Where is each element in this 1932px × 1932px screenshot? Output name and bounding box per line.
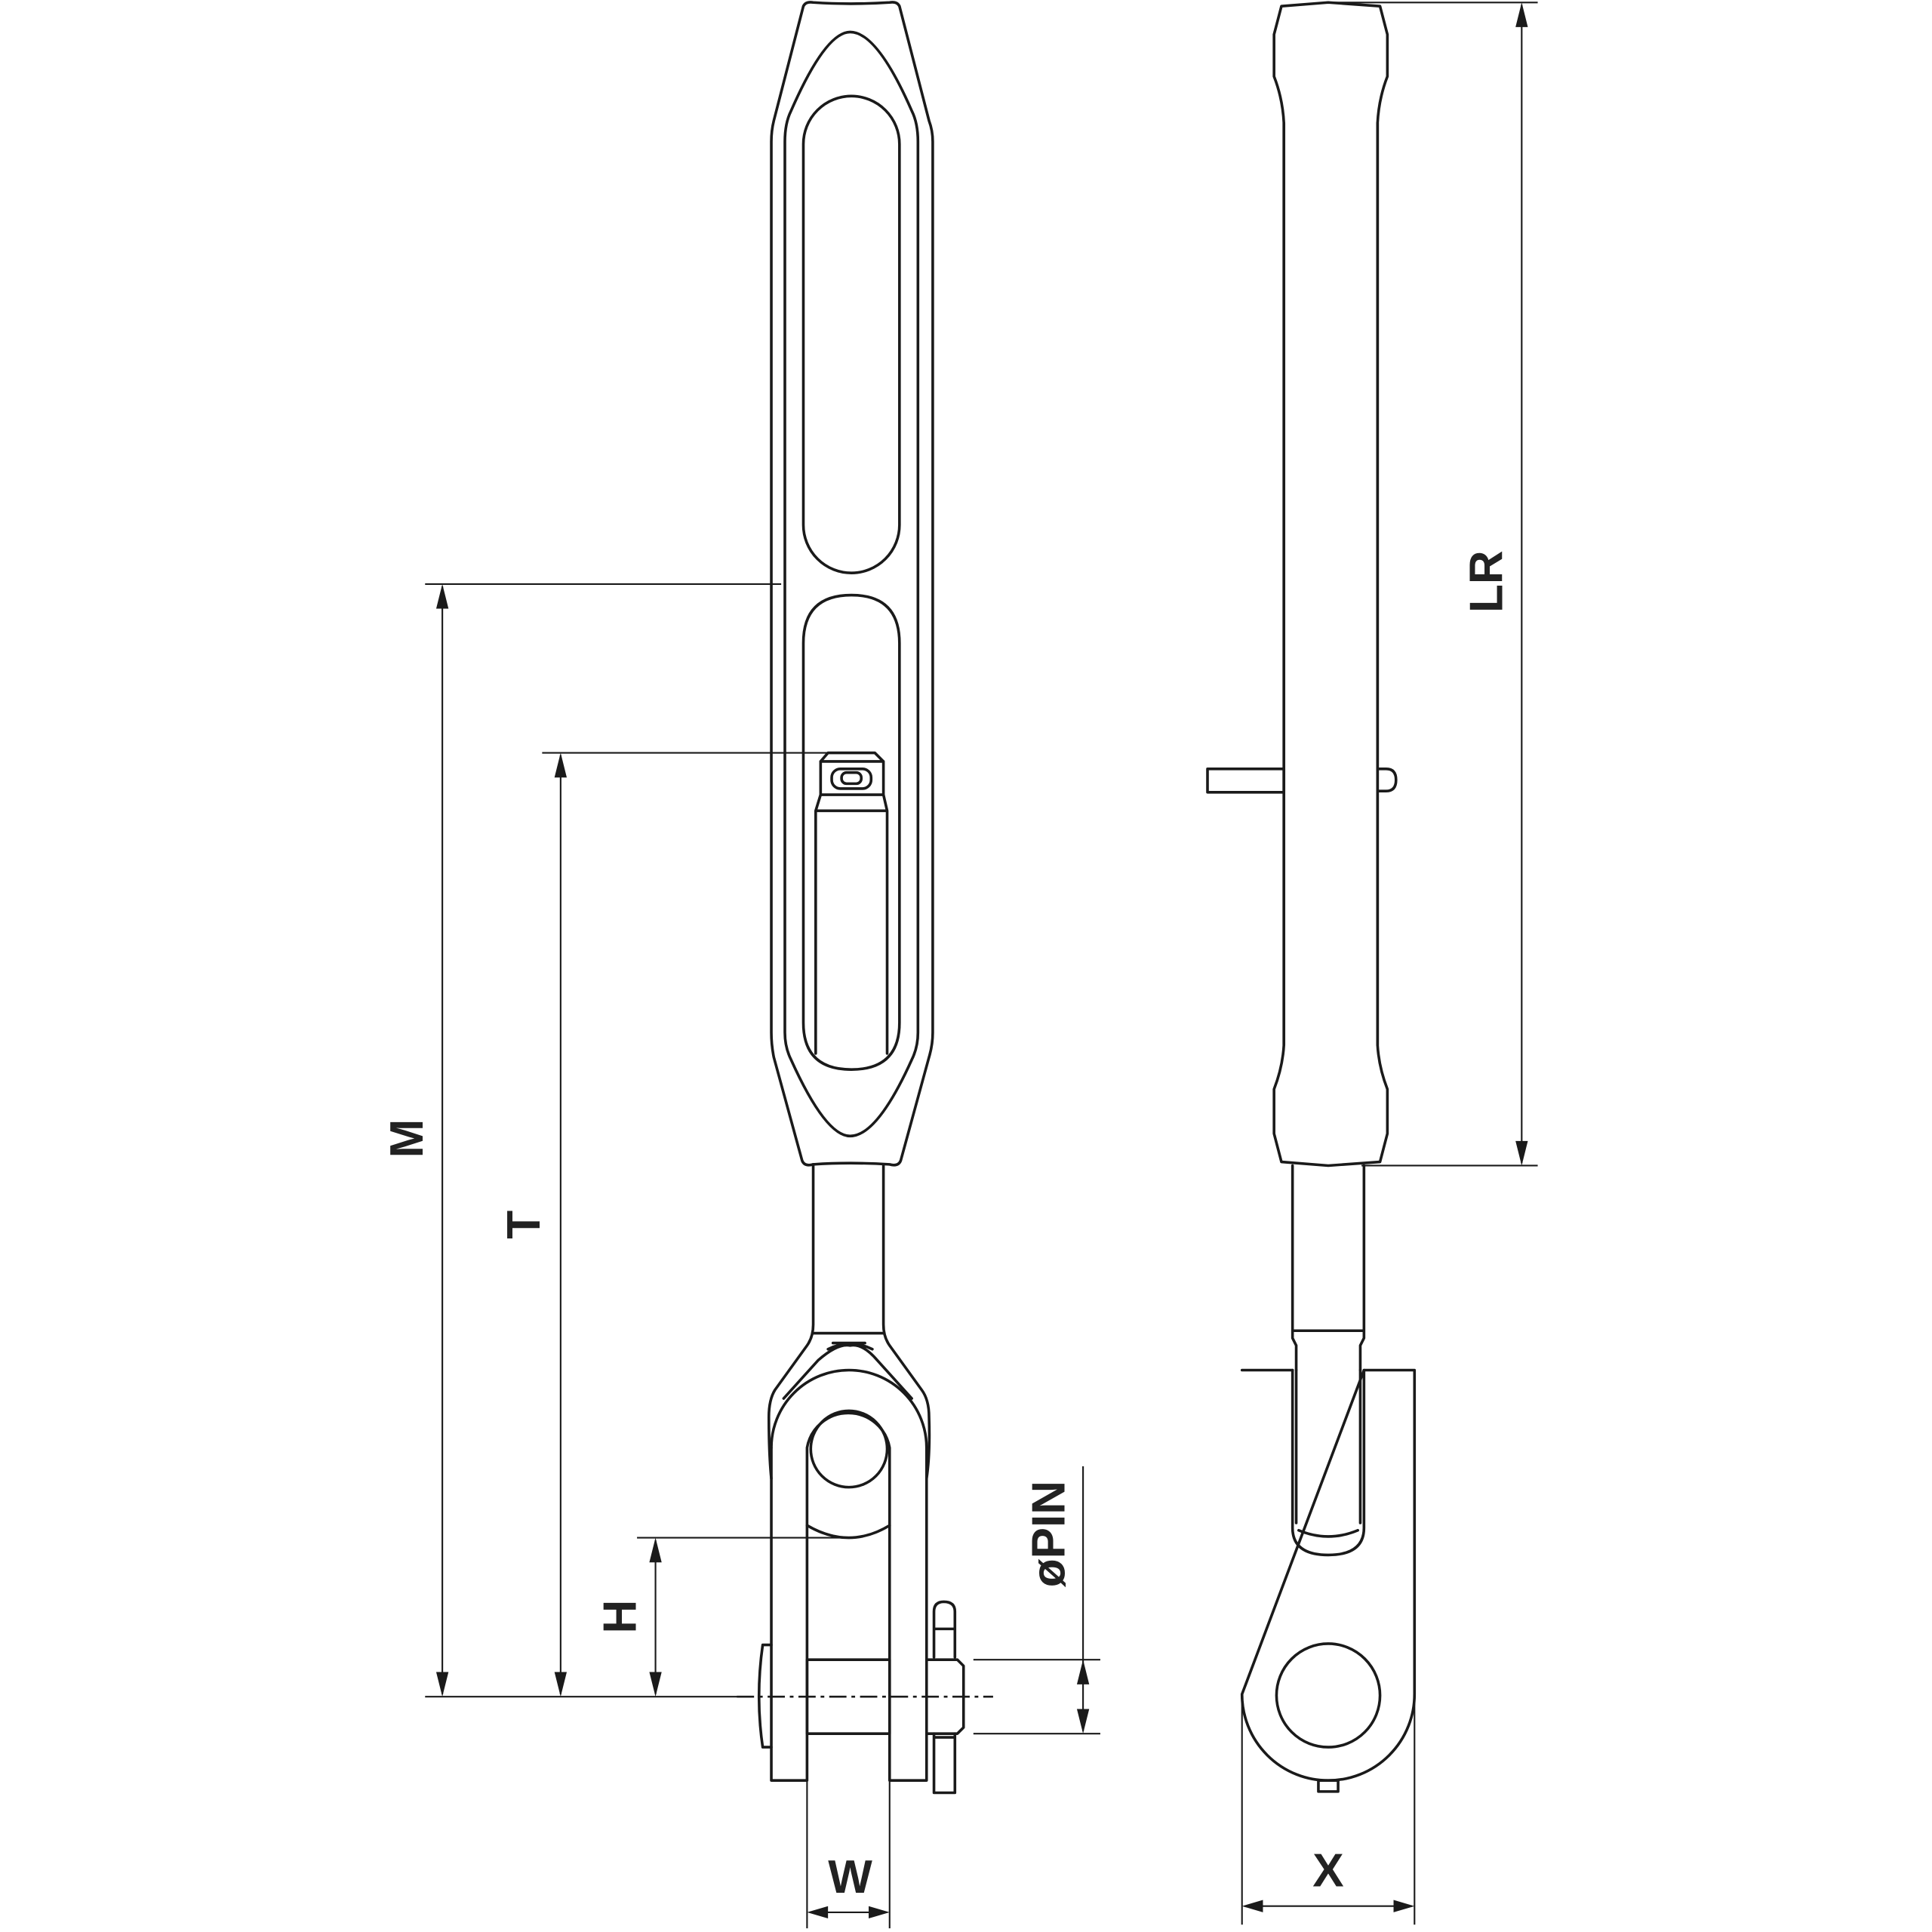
side-body-outline [1272,1,1389,1168]
rod-lock-mark [840,771,863,786]
dimension-LR: LR [1331,2,1538,1167]
side-view [1206,1,1417,1793]
threaded-rod-in-body [814,751,889,1055]
jaw-head-arc [770,1368,928,1450]
side-rod-end [1291,1368,1366,1557]
cotter-pin [932,1600,957,1795]
rod-end-arc [805,1524,891,1540]
dimension-T: T [498,752,870,1697]
jaw-rod [767,1163,931,1480]
lower-slot [801,593,901,1071]
body-outline [770,1,934,1167]
front-view [737,1,993,1795]
body-inner-outline [783,30,920,1138]
dim-label-T: T [498,1211,550,1239]
side-jaw [1240,1368,1417,1782]
dimension-M: M [381,583,782,1698]
dim-label-H: H [595,1600,647,1634]
jaw-neck [782,1341,913,1400]
dim-label-W: W [828,1851,872,1903]
dim-label-pin: øPIN [1023,1481,1075,1587]
rod-slot-mark [830,767,873,790]
jaw-cheeks [770,1411,928,1782]
side-lock-cap [1376,767,1398,792]
dim-label-X: X [1312,1845,1343,1897]
side-cotter-tab [1317,1779,1340,1793]
side-lock-pin [1206,767,1286,794]
side-rod [1291,1164,1366,1372]
side-body-inner [1282,122,1380,1047]
dim-label-LR: LR [1460,550,1512,613]
upper-slot [801,94,901,574]
side-pin [1275,1642,1382,1749]
dimension-W: W [806,1780,891,1929]
dimension-X: X [1241,1700,1416,1925]
dimension-pin: øPIN [973,1466,1100,1735]
dim-label-M: M [381,1119,433,1158]
pin-eye [809,1409,889,1489]
dimension-H: H [595,1537,851,1697]
